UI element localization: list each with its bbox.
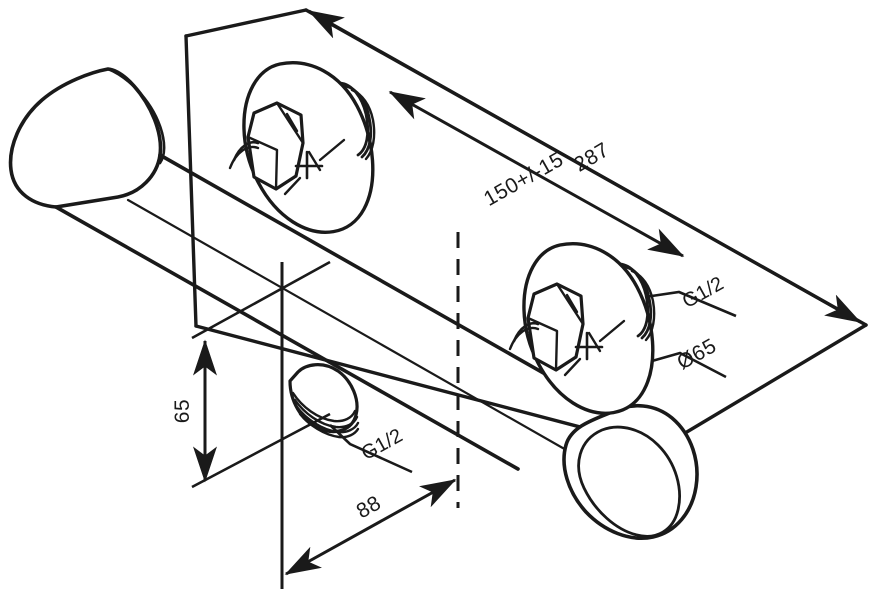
- callout-g12-inlet-group: [644, 290, 737, 318]
- dim-65-label: 65: [171, 399, 194, 423]
- callout-g12-outlet-leader: [329, 424, 413, 474]
- hex-nut-right-ring-2: [508, 326, 540, 351]
- mixer-body-highlight: [126, 198, 577, 457]
- dim-150-line: [388, 90, 685, 258]
- hex-nut-left-edge: [246, 135, 279, 191]
- mixer-body-group: [8, 67, 699, 540]
- callout-g12-outlet-group: [329, 424, 413, 474]
- callout-g12-inlet-leader: [644, 290, 737, 318]
- mixer-body-bottom-silhouette: [54, 205, 520, 471]
- dimension-88-group: [284, 478, 457, 576]
- temperature-handle-crease: [106, 67, 166, 165]
- flow-handle-inner-rim: [577, 425, 681, 538]
- outlet-thread-ring-1: [291, 391, 357, 423]
- dimension-65-group: [191, 260, 331, 489]
- escutcheon-right-centerline-b: [563, 319, 626, 377]
- hex-nut-left-facets: [252, 101, 305, 191]
- dim-88-line: [284, 478, 457, 576]
- centerlines-group: [280, 232, 460, 589]
- hex-nut-left-ring-2: [228, 145, 260, 170]
- callout-d65-group: [651, 351, 727, 379]
- temperature-handle-rim: [116, 153, 162, 199]
- callout-d65-leader: [651, 351, 727, 379]
- outlet-thread-ring-2: [293, 398, 359, 429]
- outlet-thread-ring-4: [298, 412, 360, 439]
- dimension-150-group: [388, 90, 685, 258]
- dim-65-extension-top: [191, 260, 331, 340]
